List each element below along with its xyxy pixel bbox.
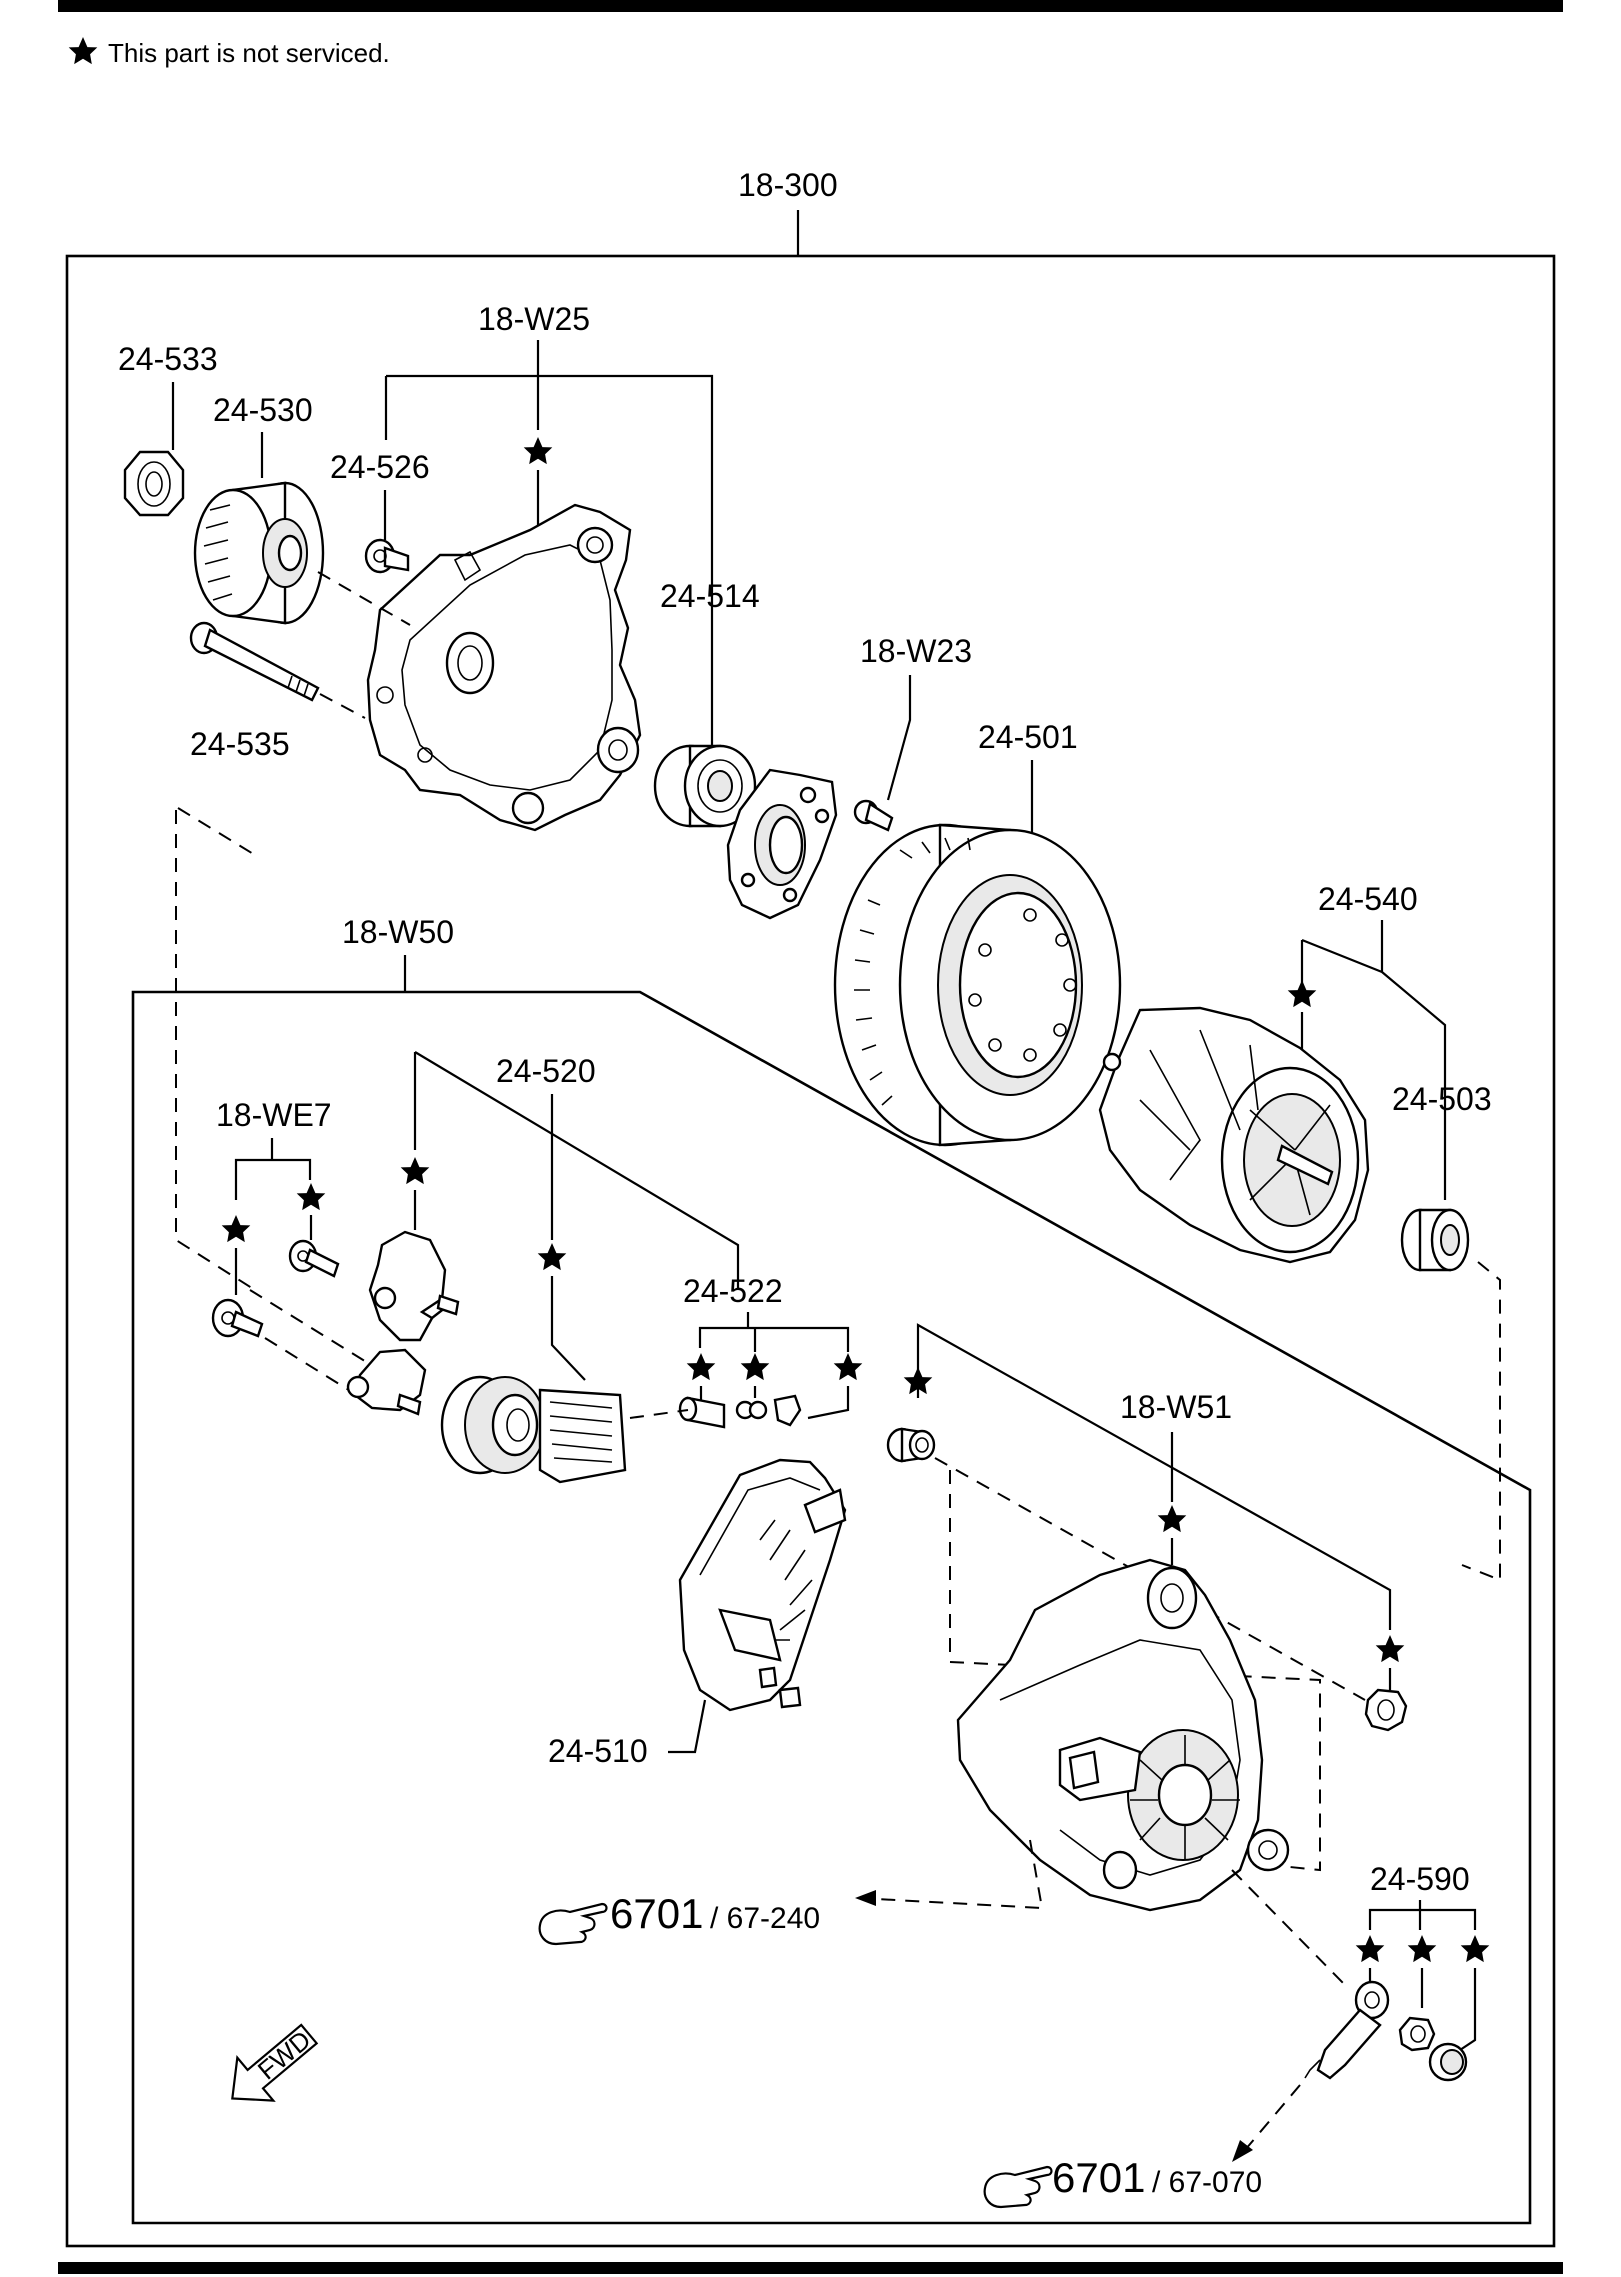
ref-67-070-link[interactable]: 6701 / 67-070 — [983, 2154, 1262, 2209]
brush-spring-24-522-icon — [678, 1394, 802, 1429]
bearing-24-514-icon — [653, 744, 757, 828]
long-bolt-24-535-icon — [189, 621, 320, 702]
front-housing-icon — [366, 503, 642, 832]
bracket-24-520 — [413, 1051, 740, 1288]
bracket-24-590 — [1368, 1900, 1477, 1930]
dash-left-through — [175, 807, 256, 1291]
screw-18-W23-icon — [853, 799, 894, 832]
legend-text: This part is not serviced. — [108, 38, 390, 68]
bushing-18-W51-icon — [886, 1427, 936, 1463]
dash-ref-67-240 — [857, 1839, 1044, 1910]
legend: This part is not serviced. — [68, 37, 390, 68]
ref-67-240-link[interactable]: 6701 / 67-240 — [538, 1890, 820, 1946]
dash-screws — [249, 1289, 377, 1393]
bolt-24-526-icon — [364, 538, 410, 574]
label-24-510[interactable]: 24-510 — [548, 1733, 648, 1769]
legend-star-icon — [68, 37, 98, 65]
label-24-522[interactable]: 24-522 — [683, 1273, 783, 1309]
brush-holder-upper-icon — [368, 1230, 460, 1342]
nut-18-W51-icon — [1364, 1688, 1408, 1732]
rectifier-24-510-icon — [678, 1458, 847, 1712]
label-24-514[interactable]: 24-514 — [660, 578, 760, 614]
brush-holder-lower-icon — [346, 1348, 427, 1416]
not-serviced-star-icon — [1407, 1935, 1437, 1963]
pointing-hand-icon — [983, 2165, 1053, 2209]
label-24-520[interactable]: 24-520 — [496, 1053, 596, 1089]
regulator-24-520-icon — [440, 1375, 627, 1484]
dash-pulley-housing — [317, 571, 411, 626]
dash-bearing-rear — [1461, 1261, 1501, 1582]
terminal-bolt-icon — [1304, 1980, 1390, 2080]
stator-24-501-icon — [833, 823, 1122, 1147]
rotor-24-540-icon — [1098, 1006, 1370, 1264]
label-18-W51[interactable]: 18-W51 — [1120, 1389, 1232, 1425]
label-24-501[interactable]: 24-501 — [978, 719, 1078, 755]
bracket-24-540 — [1300, 920, 1447, 1200]
not-serviced-star-icon — [221, 1215, 251, 1243]
ref-group-67-240[interactable]: 6701 — [610, 1890, 703, 1937]
terminal-nut-icon — [1398, 2016, 1436, 2052]
not-serviced-star-icon — [400, 1157, 430, 1185]
retainer-plate-icon — [726, 768, 838, 920]
fwd-arrow-icon: FWD — [231, 2023, 319, 2102]
label-24-530[interactable]: 24-530 — [213, 392, 313, 428]
not-serviced-star-icon — [686, 1353, 716, 1381]
label-18-W50[interactable]: 18-W50 — [342, 914, 454, 950]
nut-24-533-icon — [123, 450, 185, 517]
top-rule — [58, 0, 1563, 12]
bottom-rule — [58, 2262, 1563, 2274]
label-18-W23[interactable]: 18-W23 — [860, 633, 972, 669]
ref-group-67-070[interactable]: 6701 — [1052, 2154, 1145, 2201]
not-serviced-star-icon — [1287, 980, 1317, 1008]
not-serviced-star-icon — [1355, 1935, 1385, 1963]
not-serviced-star-icon — [296, 1183, 326, 1211]
ref-code-67-070[interactable]: / 67-070 — [1152, 2166, 1262, 2199]
subassembly-frame-18-W50 — [131, 990, 1532, 2225]
label-24-535[interactable]: 24-535 — [190, 726, 290, 762]
bracket-18-W25 — [384, 374, 714, 745]
screw-18-WE7-a-icon — [211, 1298, 264, 1338]
rear-housing-icon — [956, 1558, 1290, 1912]
dash-bolt-housing — [319, 693, 366, 719]
pointing-hand-icon — [538, 1902, 608, 1946]
dash-brush — [629, 1409, 689, 1419]
bracket-18-WE7 — [234, 1138, 312, 1200]
pulley-24-530-icon — [193, 481, 325, 625]
terminal-cap-icon — [1428, 2042, 1468, 2082]
dash-terminal — [1231, 1869, 1346, 2151]
not-serviced-star-icon — [1375, 1635, 1405, 1663]
leader-18-W23 — [886, 675, 912, 801]
label-24-533[interactable]: 24-533 — [118, 341, 218, 377]
bracket-24-522 — [698, 1312, 850, 1352]
leader-24-520-b — [550, 1276, 586, 1381]
not-serviced-star-icon — [523, 437, 553, 465]
bearing-24-503-icon — [1400, 1208, 1470, 1272]
not-serviced-star-icon — [833, 1353, 863, 1381]
label-18-WE7[interactable]: 18-WE7 — [216, 1097, 332, 1133]
fwd-label: FWD — [252, 2024, 317, 2085]
label-24-540[interactable]: 24-540 — [1318, 881, 1418, 917]
label-24-526[interactable]: 24-526 — [330, 449, 430, 485]
assembly-frame — [65, 254, 1556, 2248]
label-18-W25[interactable]: 18-W25 — [478, 301, 590, 337]
label-18-300[interactable]: 18-300 — [738, 167, 838, 203]
arrow-head-67-070 — [1232, 2140, 1253, 2162]
ref-code-67-240[interactable]: / 67-240 — [710, 1902, 820, 1935]
arrow-head-67-240 — [855, 1890, 876, 1906]
not-serviced-star-icon — [537, 1243, 567, 1271]
label-24-503[interactable]: 24-503 — [1392, 1081, 1492, 1117]
label-24-590[interactable]: 24-590 — [1370, 1861, 1470, 1897]
bracket-18-W51 — [916, 1323, 1392, 1630]
not-serviced-star-icon — [1460, 1935, 1490, 1963]
not-serviced-star-icon — [740, 1353, 770, 1381]
leader-24-510 — [668, 1699, 707, 1754]
not-serviced-star-icon — [1157, 1505, 1187, 1533]
screw-18-WE7-b-icon — [288, 1239, 340, 1278]
